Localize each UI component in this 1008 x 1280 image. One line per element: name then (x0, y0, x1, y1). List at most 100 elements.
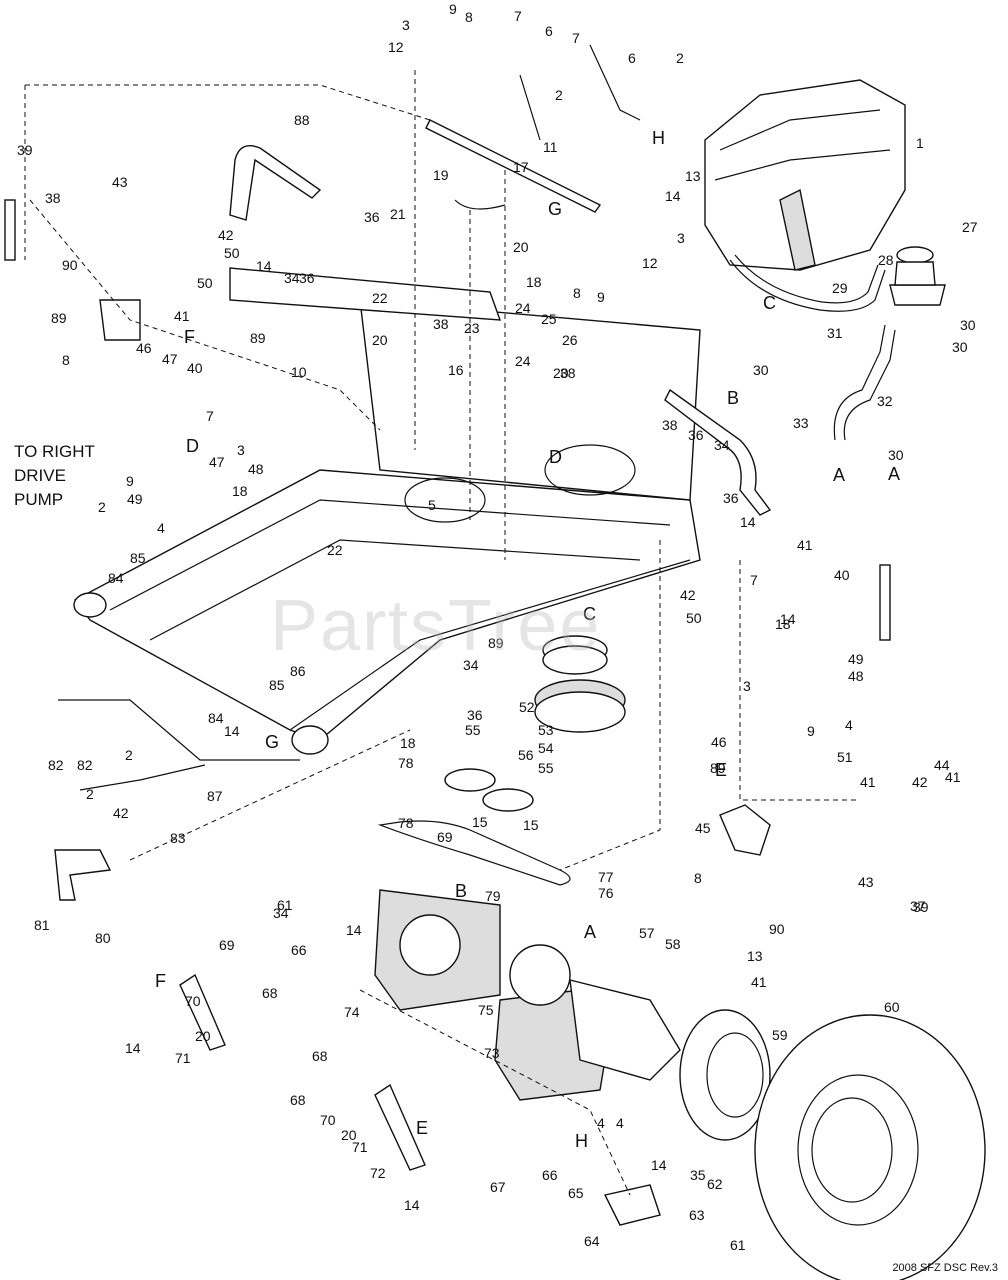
part-callout-34: 34 (273, 905, 289, 921)
part-callout-89: 89 (51, 310, 67, 326)
part-callout-13: 13 (747, 948, 763, 964)
connection-letter-G: G (265, 732, 279, 752)
pulleys-and-clutch (377, 635, 626, 886)
part-callout-7: 7 (206, 408, 214, 424)
part-callout-46: 46 (711, 734, 727, 750)
part-callout-14: 14 (651, 1157, 667, 1173)
part-callout-42: 42 (218, 227, 234, 243)
part-callout-40: 40 (187, 360, 203, 376)
part-callout-36: 36 (299, 270, 315, 286)
part-callout-67: 67 (490, 1179, 506, 1195)
part-callout-64: 64 (584, 1233, 600, 1249)
part-callout-21: 21 (390, 206, 406, 222)
wheel (679, 1009, 986, 1280)
part-callout-38: 38 (45, 190, 61, 206)
part-callout-30: 30 (952, 339, 968, 355)
part-callout-40: 40 (834, 567, 850, 583)
part-callout-11: 11 (543, 139, 558, 155)
part-callout-14: 14 (224, 723, 240, 739)
part-callout-1: 1 (916, 135, 924, 151)
part-callout-24: 24 (515, 353, 531, 369)
part-callout-36: 36 (467, 707, 483, 723)
part-callout-60: 60 (884, 999, 900, 1015)
part-callout-3: 3 (402, 17, 410, 33)
part-callout-70: 70 (185, 993, 201, 1009)
part-callout-69: 69 (437, 829, 453, 845)
part-callout-83: 83 (170, 830, 186, 846)
connection-letter-F: F (155, 971, 166, 991)
connection-letter-G: G (548, 199, 562, 219)
part-callout-74: 74 (344, 1004, 360, 1020)
part-callout-19: 19 (433, 167, 449, 183)
connection-letter-B: B (727, 388, 739, 408)
part-callout-2: 2 (555, 87, 563, 103)
part-callout-52: 52 (519, 699, 535, 715)
part-callout-81: 81 (34, 917, 50, 933)
part-callout-82: 82 (77, 757, 93, 773)
part-callout-76: 76 (598, 885, 614, 901)
part-callout-6: 6 (545, 23, 553, 39)
right-drive-pump-note: TO RIGHT DRIVE PUMP (14, 442, 95, 509)
part-callout-4: 4 (845, 717, 853, 733)
part-callout-2: 2 (125, 747, 133, 763)
part-callout-71: 71 (175, 1050, 191, 1066)
connection-letter-A: A (584, 922, 596, 942)
part-callout-10: 10 (291, 364, 307, 380)
part-callout-58: 58 (665, 936, 681, 952)
part-callout-32: 32 (877, 393, 893, 409)
part-callout-89: 89 (710, 760, 726, 776)
part-callout-36: 36 (364, 209, 380, 225)
part-callout-28: 28 (878, 252, 894, 268)
part-callout-8: 8 (694, 870, 702, 886)
part-callout-75: 75 (478, 1002, 494, 1018)
part-callout-71: 71 (352, 1139, 368, 1155)
part-callout-33: 33 (793, 415, 809, 431)
connection-letter-E: E (416, 1118, 428, 1138)
part-callout-8: 8 (62, 352, 70, 368)
part-callout-6: 6 (628, 50, 636, 66)
part-callout-30: 30 (960, 317, 976, 333)
part-callout-65: 65 (568, 1185, 584, 1201)
part-callout-85: 85 (269, 677, 285, 693)
part-callout-9: 9 (449, 1, 457, 17)
part-callout-36: 36 (688, 427, 704, 443)
part-callout-56: 56 (518, 747, 534, 763)
part-callout-50: 50 (197, 275, 213, 291)
part-callout-42: 42 (912, 774, 928, 790)
part-callout-26: 26 (562, 332, 578, 348)
connection-letter-C: C (763, 293, 776, 313)
part-callout-43: 43 (858, 874, 874, 890)
part-callout-68: 68 (312, 1048, 328, 1064)
watermark: PartsTree (270, 586, 602, 666)
part-callout-24: 24 (515, 300, 531, 316)
part-callout-88: 88 (294, 112, 310, 128)
part-callout-47: 47 (162, 351, 178, 367)
connection-letter-E: E (715, 760, 727, 780)
part-callout-37: 37 (910, 898, 926, 914)
connection-letter-B: B (455, 881, 467, 901)
part-callout-14: 14 (404, 1197, 420, 1213)
part-callout-90: 90 (62, 257, 78, 273)
connection-letter-A: A (888, 464, 900, 484)
part-callout-69: 69 (219, 937, 235, 953)
part-callout-15: 15 (523, 817, 539, 833)
part-callout-68: 68 (262, 985, 278, 1001)
shafts-and-links (58, 44, 641, 791)
part-callout-9: 9 (597, 289, 605, 305)
control-arms (54, 299, 771, 1226)
part-callout-14: 14 (346, 922, 362, 938)
part-callout-41: 41 (860, 774, 876, 790)
part-callout-51: 51 (837, 749, 853, 765)
part-callout-14: 14 (256, 258, 272, 274)
part-callout-87: 87 (207, 788, 223, 804)
part-callout-22: 22 (372, 290, 388, 306)
part-callout-30: 30 (753, 362, 769, 378)
part-callout-49: 49 (127, 491, 143, 507)
connection-letter-H: H (652, 128, 665, 148)
part-callout-15: 15 (472, 814, 488, 830)
part-callout-89: 89 (250, 330, 266, 346)
part-callout-3: 3 (677, 230, 685, 246)
part-callout-20: 20 (553, 365, 569, 381)
part-callout-34: 34 (463, 657, 479, 673)
part-callout-23: 23 (464, 320, 480, 336)
